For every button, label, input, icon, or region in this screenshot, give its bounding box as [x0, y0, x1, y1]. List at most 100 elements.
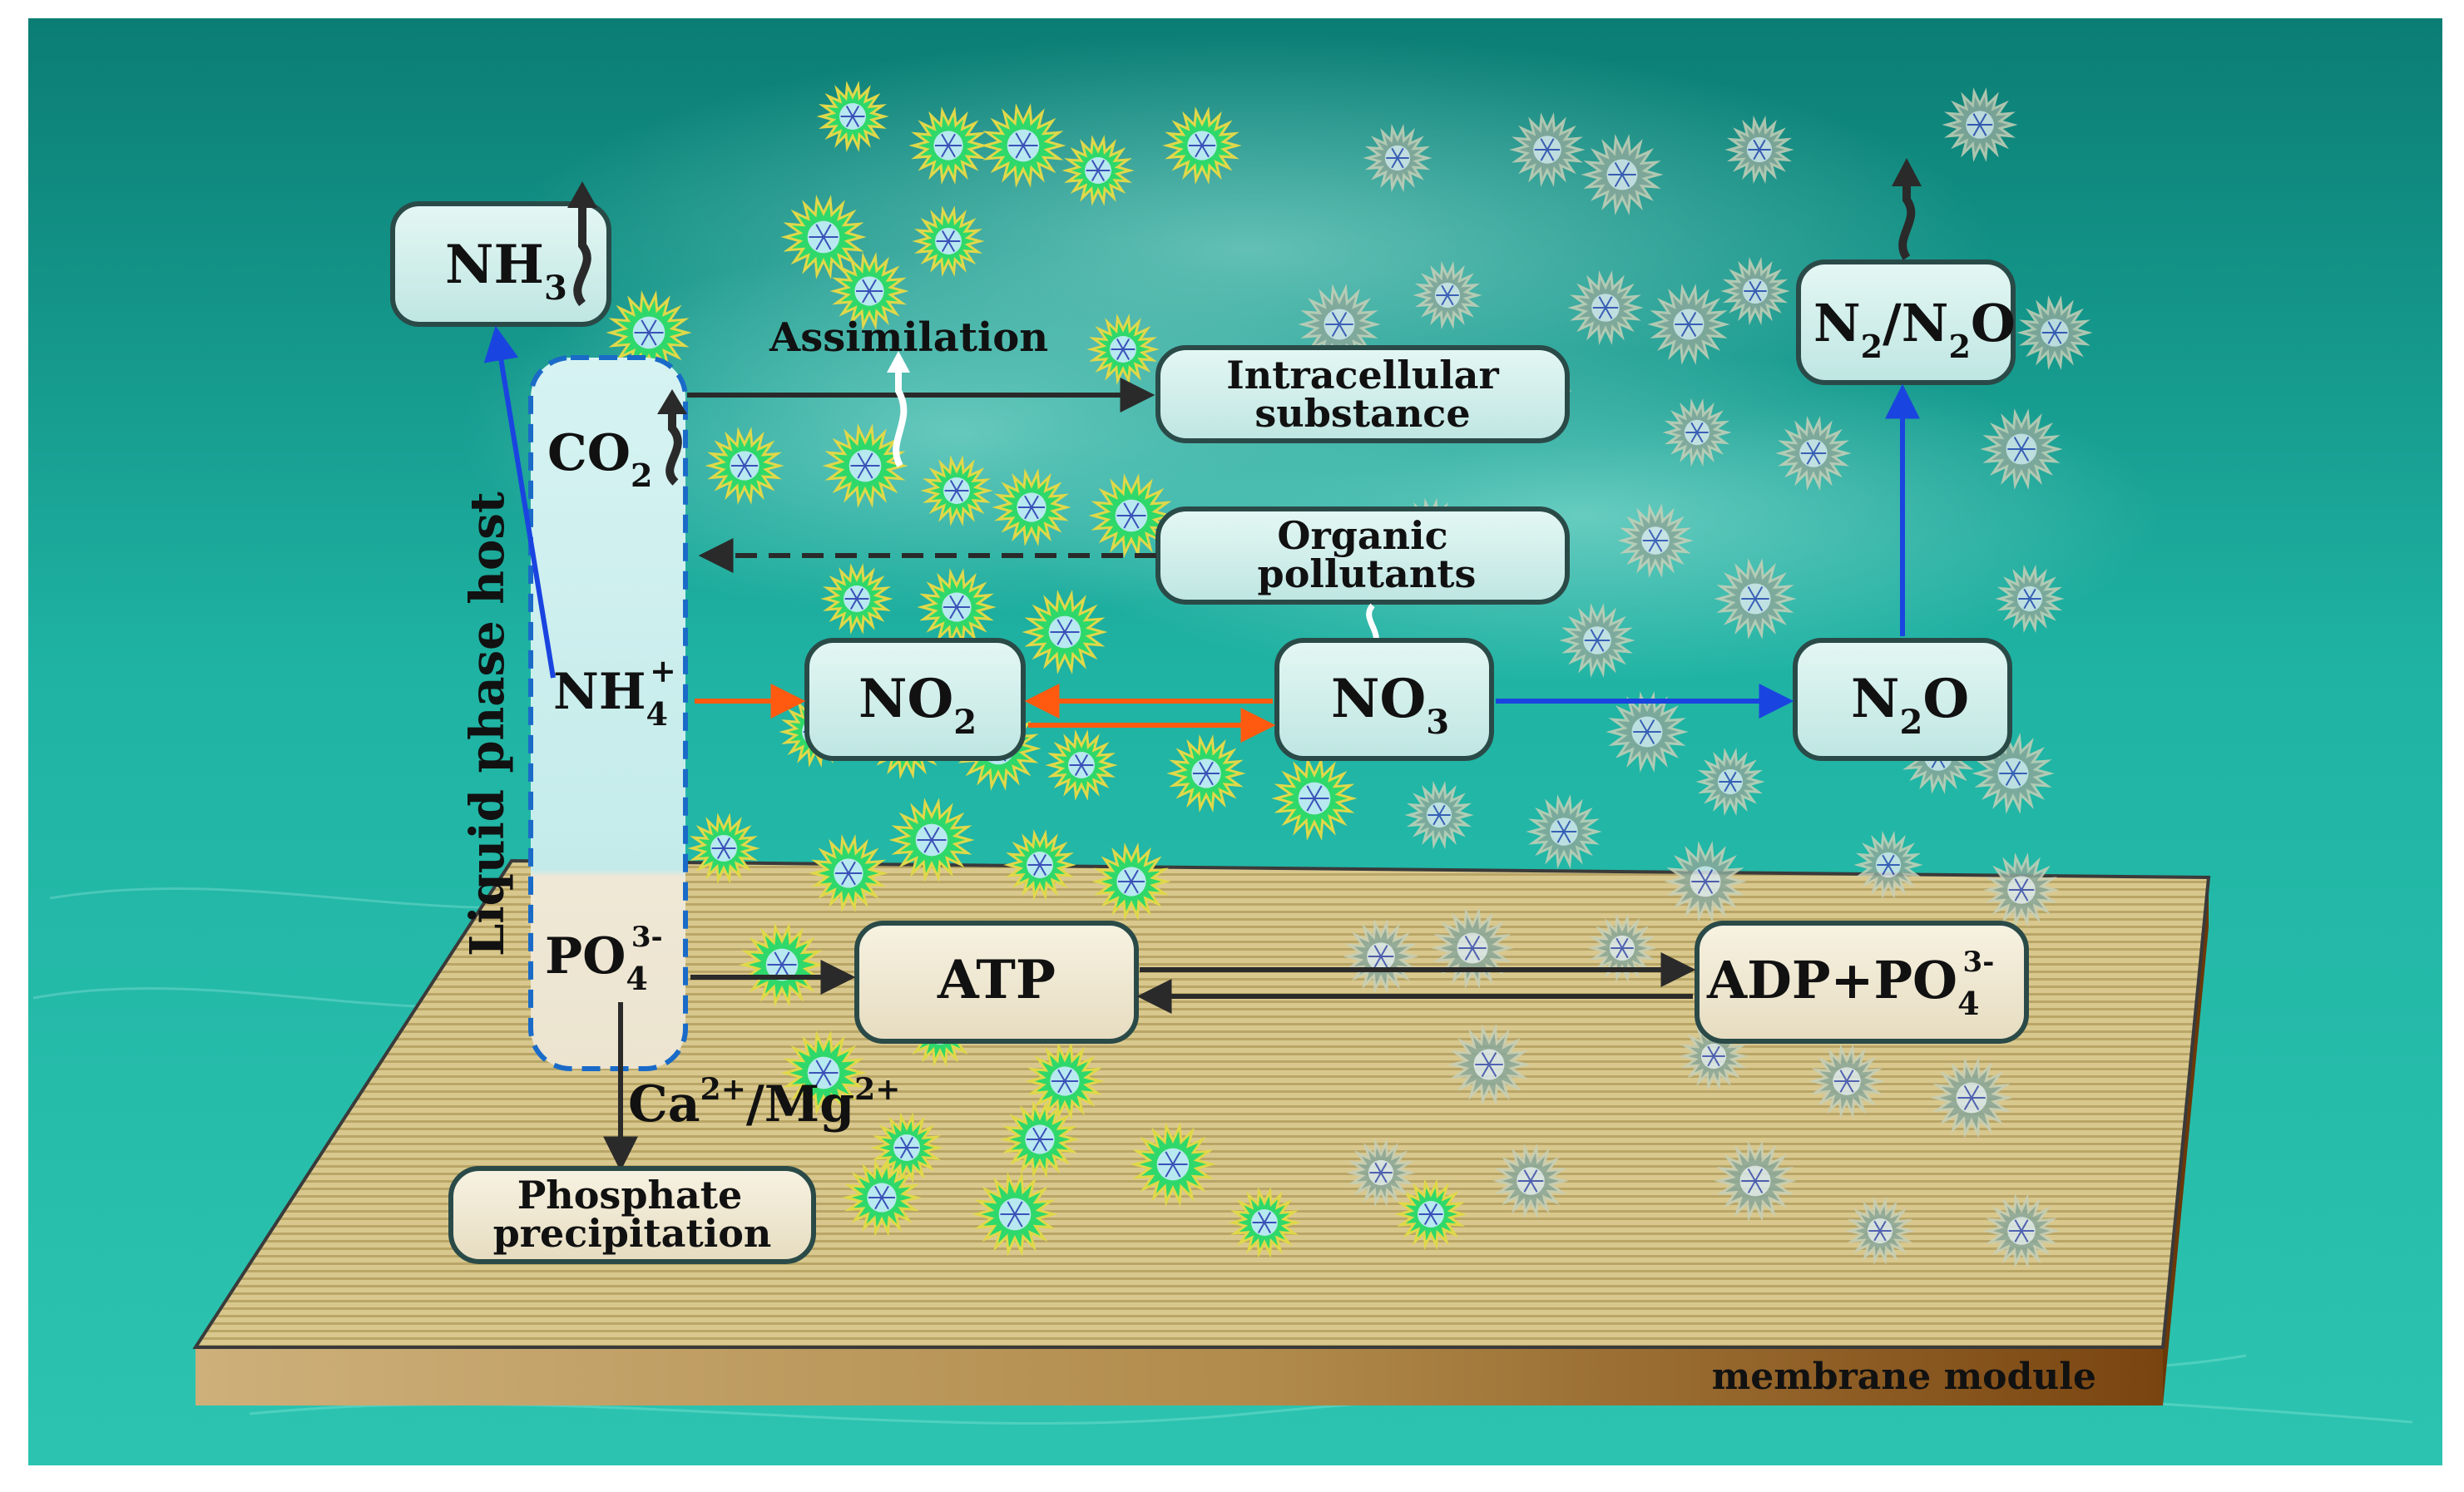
no3-label: NO3	[1331, 668, 1449, 742]
bacteria-cluster-icon	[1714, 558, 1797, 640]
bacteria-cluster-icon	[1130, 1122, 1216, 1207]
bacteria-cluster-icon	[822, 423, 908, 508]
bacteria-cluster-icon	[888, 798, 975, 882]
nh3-label: NH3	[445, 234, 567, 308]
organic-label-line2: pollutants	[1258, 551, 1477, 596]
bacteria-cluster-icon	[1003, 829, 1076, 901]
nh3-gas-arrowhead	[567, 181, 597, 208]
bacteria-cluster-icon	[1559, 603, 1635, 678]
po4-label: PO43-	[545, 921, 663, 997]
bacteria-cluster-icon	[1088, 473, 1175, 558]
bacteria-cluster-icon	[842, 1159, 922, 1237]
bacteria-cluster-icon	[780, 1030, 867, 1115]
bacteria-cluster-icon	[1942, 87, 2018, 162]
bacteria-cluster-icon	[1662, 398, 1732, 467]
bacteria-cluster-icon	[606, 290, 692, 375]
bacteria-cluster-icon	[1980, 408, 2063, 490]
nh3-box	[390, 201, 611, 327]
co2-label: CO2	[547, 424, 652, 494]
bacteria-cluster-icon	[920, 455, 993, 526]
bacteria-cluster-icon	[1995, 564, 2065, 634]
bacteria-cluster-icon	[1228, 1187, 1301, 1258]
organic-label-line1: Organic	[1277, 513, 1447, 558]
intracellular-label-line1: Intracellular	[1226, 353, 1499, 398]
no2-label: NO2	[858, 668, 977, 742]
bacteria-cluster-icon	[687, 813, 760, 884]
intracellular-label-line2: substance	[1254, 391, 1470, 436]
bacteria-cluster-icon	[1025, 1042, 1105, 1120]
bacteria-cluster-icon	[739, 922, 825, 1007]
adp-box	[1695, 921, 2029, 1044]
co2-gas-release-icon	[665, 408, 682, 486]
bacteria-cluster-icon	[1724, 115, 1794, 185]
bacteria-cluster-icon	[992, 468, 1071, 546]
intracellular-substance-box	[1155, 345, 1570, 443]
n2o-box	[1793, 638, 2012, 761]
bacteria-cluster-icon	[1587, 913, 1657, 983]
bacteria-cluster-icon	[980, 103, 1066, 188]
bacteria-cluster-icon	[1166, 734, 1246, 813]
n2-gas-arrowhead	[1892, 158, 1922, 186]
n2-n2o-box	[1796, 259, 2016, 385]
bacteria-cluster-icon	[1853, 830, 1923, 900]
assimilation-gas-icon	[893, 366, 908, 467]
bacteria-cluster-icon	[780, 195, 867, 279]
bacteria-cluster-icon	[1983, 852, 2060, 927]
bacteria-cluster-icon	[820, 563, 893, 635]
bacteria-cluster-icon	[1086, 314, 1160, 385]
bacteria-cluster-icon	[1404, 780, 1474, 850]
bacteria-cluster-icon	[816, 81, 889, 152]
bacteria-cluster-icon	[1695, 747, 1765, 817]
bacteria-cluster-icon	[1346, 1138, 1416, 1208]
bacteria-cluster-icon	[870, 1112, 943, 1183]
bacteria-cluster-icon	[1045, 729, 1118, 801]
bacteria-cluster-icon	[1271, 756, 1358, 841]
bacteria-cluster-icon	[1363, 123, 1432, 193]
n2o-label: N2O	[1851, 668, 1969, 742]
bacteria-cluster-icon	[2016, 295, 2093, 370]
phosphate-label-line1: Phosphate	[517, 1173, 743, 1218]
bacteria-cluster-icon	[1492, 1144, 1569, 1218]
organic-pollutants-box	[1155, 506, 1570, 605]
bacteria-cluster-icon	[1775, 416, 1852, 491]
bacteria-cluster-icon	[972, 1172, 1058, 1257]
bacteria-cluster-icon	[1447, 1024, 1531, 1105]
bacteria-cluster-icon	[1664, 841, 1747, 922]
bacteria-cluster-icon	[1808, 1044, 1885, 1119]
atp-box	[854, 921, 1139, 1044]
bacteria-cluster-icon	[1720, 256, 1790, 326]
bacteria-cluster-icon	[1714, 1140, 1797, 1222]
adp-label: ADP+PO43-	[1706, 946, 1994, 1022]
bacteria-cluster-icon	[912, 205, 985, 277]
bacteria-cluster-icon	[1930, 1057, 2013, 1139]
bacteria-cluster-icon	[705, 427, 784, 505]
bacteria-cluster-icon	[1343, 919, 1419, 994]
bacteria-cluster-icon	[1983, 1193, 2060, 1268]
bacteria-cluster-icon	[1526, 794, 1602, 869]
atp-label: ATP	[937, 949, 1056, 1011]
no2-box	[804, 638, 1026, 761]
nh3-gas-release-icon	[573, 204, 591, 307]
bacteria-cluster-icon	[1431, 907, 1514, 989]
bacteria-cluster-icon	[1567, 270, 1644, 345]
liquid-phase-host-box	[528, 355, 688, 1071]
assimilation-gas-arrowhead	[887, 351, 910, 373]
assimilation-label: Assimilation	[769, 314, 1048, 361]
ca-mg-label: Ca2+/Mg2+	[628, 1072, 900, 1134]
bacteria-cluster-icon	[1298, 284, 1381, 365]
bacteria-cluster-icon	[1581, 134, 1664, 215]
bacteria-cluster-icon	[917, 568, 997, 646]
bacteria-cluster-icon	[908, 106, 988, 185]
bacteria-cluster-icon	[809, 834, 888, 912]
n2-n2o-label: N2/N2O	[1813, 293, 2016, 365]
nh4-label: NH4+	[553, 652, 676, 733]
bacteria-cluster-icon	[1509, 112, 1586, 187]
membrane-module-label: membrane module	[1712, 1356, 2096, 1398]
bacteria-cluster-icon	[1413, 260, 1482, 330]
bacteria-cluster-icon	[1091, 842, 1171, 921]
bacteria-cluster-icon	[1394, 1178, 1467, 1250]
co2-gas-arrowhead	[657, 389, 687, 414]
liquid-phase-host-label: Liquid phase host	[460, 492, 515, 956]
bacteria-cluster-icon	[1022, 590, 1108, 674]
